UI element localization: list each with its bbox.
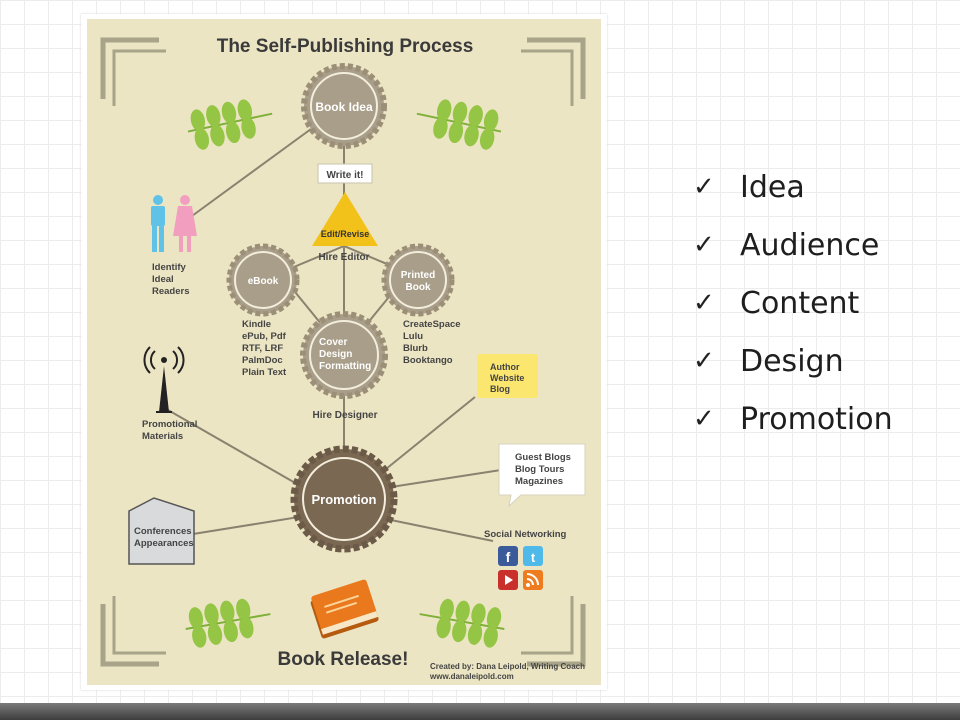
slide-bottom-rule (0, 703, 960, 720)
svg-text:ePub, Pdf: ePub, Pdf (242, 331, 287, 342)
svg-text:t: t (531, 550, 536, 565)
checklist-item: ✓ Content (693, 274, 893, 332)
printed-book-node: Printed Book (381, 243, 455, 317)
people-icon (151, 195, 197, 252)
social-icons: f t (498, 546, 543, 590)
book-idea-node: Book Idea (301, 63, 387, 149)
book-release-label: Book Release! (278, 649, 409, 670)
svg-text:Plain Text: Plain Text (242, 367, 287, 378)
promotion-node: Promotion (290, 445, 398, 553)
leaf-ornament-top-right (416, 98, 502, 152)
checklist-item: ✓ Audience (693, 216, 893, 274)
svg-text:Write it!: Write it! (326, 170, 363, 181)
svg-text:f: f (506, 549, 511, 565)
twitter-icon: t (523, 546, 543, 566)
svg-text:Website: Website (490, 373, 524, 383)
conferences-sign: Conferences Appearances (128, 497, 195, 565)
svg-text:Book: Book (406, 282, 431, 293)
svg-text:Readers: Readers (152, 286, 190, 297)
svg-text:Cover: Cover (319, 337, 347, 348)
svg-text:Design: Design (319, 349, 352, 360)
identify-readers-label: Identify Ideal Readers (152, 262, 190, 297)
leaf-ornament-bottom-left (185, 597, 271, 649)
svg-text:Author: Author (490, 362, 520, 372)
book-idea-label: Book Idea (315, 100, 373, 114)
corner-frame (100, 37, 586, 667)
checklist-item-label: Content (740, 285, 860, 321)
self-publishing-infographic: The Self-Publishing Process Book Idea Wr… (81, 14, 607, 690)
checkmark-icon: ✓ (693, 288, 715, 318)
checklist-item-label: Promotion (740, 401, 893, 437)
hire-editor-label: Hire Editor (318, 252, 369, 263)
svg-text:Blurb: Blurb (403, 343, 428, 354)
svg-text:Printed: Printed (401, 270, 435, 281)
credit-website: www.danaleipold.com (429, 672, 514, 681)
svg-text:Appearances: Appearances (134, 538, 194, 549)
guest-blogs-callout: Guest Blogs Blog Tours Magazines (498, 443, 586, 508)
checklist-item: ✓ Promotion (693, 390, 893, 448)
svg-text:RTF, LRF: RTF, LRF (242, 343, 283, 354)
checklist-item-label: Audience (740, 227, 880, 263)
svg-text:Ideal: Ideal (152, 274, 174, 285)
youtube-icon (498, 570, 518, 590)
svg-text:Blog Tours: Blog Tours (515, 464, 564, 475)
edit-revise-triangle: Edit/Revise (312, 192, 378, 246)
svg-text:Promotion: Promotion (312, 492, 377, 507)
ebook-node: eBook (226, 243, 300, 317)
svg-text:Edit/Revise: Edit/Revise (321, 229, 370, 239)
svg-text:Guest Blogs: Guest Blogs (515, 452, 571, 463)
checklist-item-label: Idea (740, 169, 805, 205)
svg-text:Kindle: Kindle (242, 319, 271, 330)
social-networking-label: Social Networking (484, 529, 567, 540)
svg-text:PalmDoc: PalmDoc (242, 355, 283, 366)
checkmark-icon: ✓ (693, 404, 715, 434)
leaf-ornament-bottom-right (419, 597, 505, 649)
write-it-tag: Write it! (317, 163, 373, 184)
rss-icon (523, 570, 543, 590)
author-website-callout: Author Website Blog (477, 354, 538, 398)
svg-text:Identify: Identify (152, 262, 186, 273)
broadcast-tower-icon (143, 346, 185, 413)
infographic-title: The Self-Publishing Process (217, 36, 474, 57)
facebook-icon: f (498, 546, 518, 566)
ebook-formats-list: Kindle ePub, Pdf RTF, LRF PalmDoc Plain … (242, 319, 287, 378)
svg-text:Promotional: Promotional (142, 419, 197, 430)
checklist-item-label: Design (740, 343, 844, 379)
book-icon (310, 579, 379, 639)
cover-design-node: Cover Design Formatting (300, 311, 388, 399)
svg-text:Lulu: Lulu (403, 331, 423, 342)
checkmark-icon: ✓ (693, 230, 715, 260)
credit-author: Created by: Dana Leipold, Writing Coach (430, 662, 585, 671)
print-services-list: CreateSpace Lulu Blurb Booktango (403, 319, 461, 366)
svg-text:eBook: eBook (248, 276, 279, 287)
checklist-item: ✓ Design (693, 332, 893, 390)
svg-text:Booktango: Booktango (403, 355, 453, 366)
svg-text:Conferences: Conferences (134, 526, 192, 537)
svg-text:Materials: Materials (142, 431, 183, 442)
hire-designer-label: Hire Designer (312, 410, 377, 421)
svg-text:Magazines: Magazines (515, 476, 563, 487)
checklist-item: ✓ Idea (693, 158, 893, 216)
checkmark-icon: ✓ (693, 346, 715, 376)
checkmark-icon: ✓ (693, 172, 715, 202)
svg-text:CreateSpace: CreateSpace (403, 319, 461, 330)
promotional-materials-label: Promotional Materials (142, 419, 197, 442)
svg-text:Formatting: Formatting (319, 361, 371, 372)
leaf-ornament-top-left (187, 98, 273, 152)
svg-text:Blog: Blog (490, 384, 510, 394)
checklist: ✓ Idea ✓ Audience ✓ Content ✓ Design ✓ P… (693, 158, 893, 448)
